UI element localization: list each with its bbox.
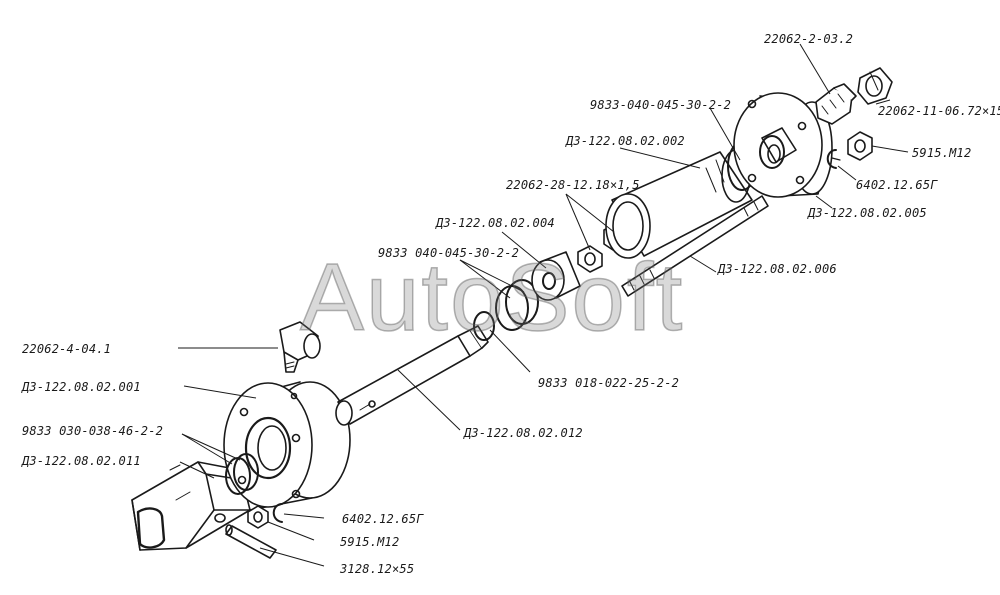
label-nut-m12-bottom: 5915.M12 [340,535,400,549]
label-oring-lower: 9833 030-038-46-2-2 [22,424,164,438]
label-lug-011: ДЗ-122.08.02.011 [22,454,141,468]
upper-nut-ring-part [826,131,873,169]
label-elbow: 22062-4-04.1 [22,342,112,356]
lower-flange-part [223,381,351,511]
label-bushing-004: ДЗ-122.08.02.004 [436,216,555,230]
stud-part [621,195,769,297]
label-flange-001: ДЗ-122.08.02.001 [22,380,141,394]
small-oring-part [473,311,495,341]
label-ring-top: 6402.12.65Г [856,178,938,192]
label-nut-m12-top: 5915.M12 [912,146,972,160]
label-oring-upper: 9833-040-045-30-2-2 [590,98,732,112]
lower-orings-part [225,453,259,495]
label-pin: 3128.12×55 [340,562,415,576]
label-flange-005: ДЗ-122.08.02.005 [808,206,927,220]
cylinder-part [605,149,753,259]
top-fitting-part [815,83,857,125]
lug-part [131,461,251,551]
label-oring-small: 9833 018-022-25-2-2 [538,376,680,390]
label-stud-006: ДЗ-122.08.02.006 [718,262,837,276]
upper-flange-part [733,92,833,198]
elbow-fitting-part [279,321,321,373]
label-ring-bottom: 6402.12.65Г [342,512,424,526]
label-cap-top: 22062-11-06.72×15 [878,104,1000,118]
label-fitting-top: 22062-2-03.2 [764,32,854,46]
bushing-part [531,251,581,301]
label-cylinder-002: ДЗ-122.08.02.002 [566,134,685,148]
leader-lines [178,43,909,567]
watermark: AutoSoft [299,244,685,351]
label-oring-mid: 9833 040-045-30-2-2 [378,246,520,260]
label-nut-pair: 22062-28-12.18×1,5 [506,178,640,192]
top-cap-part [857,67,893,105]
label-rod-012: ДЗ-122.08.02.012 [464,426,583,440]
